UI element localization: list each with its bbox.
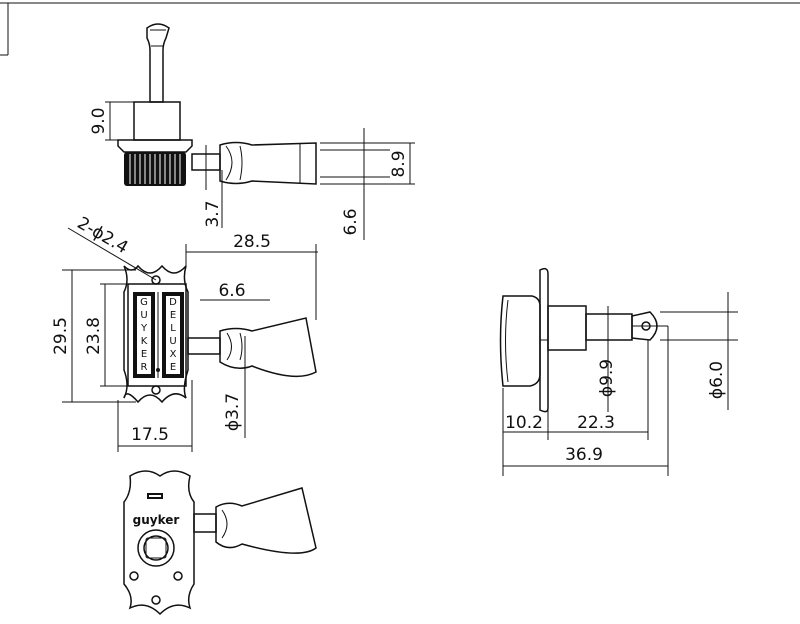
dim-phi-9-9: ϕ9.9 [597, 359, 617, 397]
dim-29-5: 29.5 [51, 317, 71, 355]
cover-letter: U [169, 336, 176, 347]
dim-8-9: 8.9 [389, 150, 409, 177]
cover-letter: X [170, 349, 177, 360]
cover-letter: E [141, 349, 147, 360]
back-view [123, 470, 317, 616]
drawing-frame [0, 2, 800, 56]
cover-letter: U [140, 310, 147, 321]
front-view [123, 264, 317, 404]
top-side-view [117, 23, 317, 186]
dim-phi-3-7: ϕ3.7 [223, 393, 243, 431]
dim-36-9: 36.9 [565, 445, 603, 465]
right-view-dimensions [502, 292, 738, 476]
dim-9-0: 9.0 [89, 107, 109, 134]
cover-letter: R [141, 362, 148, 373]
right-side-view [499, 267, 668, 413]
dim-22-3: 22.3 [577, 413, 615, 433]
cover-text-left: G U Y K E R [140, 297, 148, 373]
dim-23-8: 23.8 [84, 317, 104, 355]
cover-letter: G [140, 297, 148, 308]
cover-letter: K [141, 336, 148, 347]
dim-28-5: 28.5 [233, 232, 271, 252]
dim-phi-6-0: ϕ6.0 [707, 361, 727, 399]
dim-17-5: 17.5 [131, 425, 169, 445]
cover-letter: D [169, 297, 177, 308]
dim-3-7: 3.7 [203, 200, 223, 227]
cover-letter: L [170, 323, 176, 334]
brand-logo: guyker [133, 513, 180, 527]
cover-letter: E [170, 310, 176, 321]
dim-10-2: 10.2 [505, 413, 543, 433]
dim-6-6: 6.6 [218, 281, 245, 301]
cover-letter: Y [140, 323, 148, 334]
cover-letter: E [170, 362, 176, 373]
front-view-dimensions [62, 227, 318, 452]
dim-2-phi-2-4: 2-ϕ2.4 [74, 213, 132, 258]
top-view-dimensions [105, 101, 415, 240]
dim-6-6-side: 6.6 [341, 208, 361, 235]
cover-text-right: D E L U X E [169, 297, 177, 373]
